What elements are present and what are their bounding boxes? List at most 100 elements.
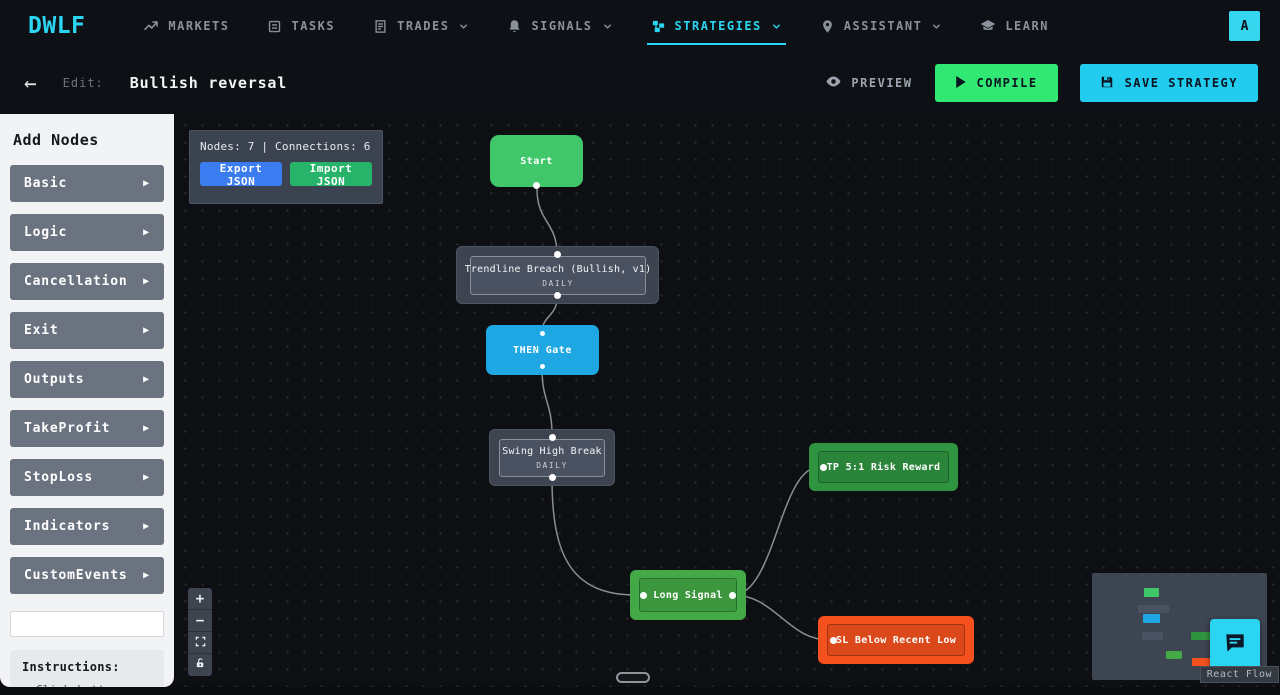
chevron-down-icon <box>602 21 613 32</box>
arrow-right-icon: ▶ <box>143 374 150 385</box>
target-handle[interactable] <box>830 636 837 644</box>
edge-long-sl <box>732 594 830 641</box>
node-then-gate[interactable]: THEN Gate <box>486 325 599 375</box>
sidebar-category-basic[interactable]: Basic ▶ <box>10 165 164 202</box>
node-tp-risk-reward[interactable]: TP 5:1 Risk Reward <box>809 443 958 491</box>
sidebar-category-cancellation[interactable]: Cancellation ▶ <box>10 263 164 300</box>
fit-view-button[interactable] <box>188 632 212 654</box>
arrow-right-icon: ▶ <box>143 227 150 238</box>
top-nav-bar: DWLF MARKETS TASKS TRADES SIGNALS STRATE… <box>0 0 1280 52</box>
node-timeframe: DAILY <box>542 278 574 288</box>
export-json-button[interactable]: Export JSON <box>200 162 282 188</box>
nav-item-label: ASSISTANT <box>843 19 923 33</box>
horizontal-scroll-handle[interactable] <box>616 672 650 683</box>
minimap-node-tp <box>1191 632 1212 640</box>
arrow-right-icon: ▶ <box>143 570 150 581</box>
category-label: Outputs <box>24 372 85 387</box>
edit-label: Edit: <box>62 76 104 90</box>
nav-item-label: SIGNALS <box>531 19 593 33</box>
sidebar-category-customevents[interactable]: CustomEvents ▶ <box>10 557 164 594</box>
nav-item-learn[interactable]: LEARN <box>980 0 1049 52</box>
source-handle[interactable] <box>540 364 545 369</box>
node-label: TP 5:1 Risk Reward <box>826 461 941 473</box>
source-handle[interactable] <box>554 292 561 299</box>
category-label: TakeProfit <box>24 421 111 436</box>
target-handle[interactable] <box>640 591 647 599</box>
category-label: Indicators <box>24 519 111 534</box>
preview-button[interactable]: PREVIEW <box>825 73 912 93</box>
nav-item-tasks[interactable]: TASKS <box>267 0 335 52</box>
edge-then-swing <box>541 367 553 436</box>
node-swing-high-break[interactable]: Swing High Break DAILY <box>489 429 615 486</box>
graph-stats-panel: Nodes: 7 | Connections: 6 Export JSON Im… <box>189 130 383 204</box>
compile-button[interactable]: COMPILE <box>934 64 1058 102</box>
flow-canvas[interactable]: Nodes: 7 | Connections: 6 Export JSON Im… <box>174 114 1280 687</box>
category-label: Logic <box>24 225 68 240</box>
strategy-title: Bullish reversal <box>129 74 288 92</box>
node-label: Start <box>520 155 553 167</box>
target-handle[interactable] <box>554 251 561 258</box>
chat-bubble-icon <box>1222 630 1248 659</box>
preview-label: PREVIEW <box>851 76 913 90</box>
lock-button[interactable] <box>188 654 212 676</box>
strategy-edit-bar: ← Edit: Bullish reversal PREVIEW COMPILE… <box>0 52 1280 114</box>
node-search-input[interactable] <box>10 611 164 637</box>
node-long-signal[interactable]: Long Signal <box>630 570 746 620</box>
minimap-node-swing <box>1142 632 1163 640</box>
import-json-button[interactable]: Import JSON <box>290 162 372 188</box>
ledger-icon <box>373 19 388 34</box>
source-handle[interactable] <box>548 474 556 481</box>
floppy-disk-icon <box>1100 75 1114 92</box>
node-trendline-breach[interactable]: Trendline Breach (Bullish, v1) DAILY <box>456 246 659 304</box>
sidebar-category-takeprofit[interactable]: TakeProfit ▶ <box>10 410 164 447</box>
nav-item-label: TRADES <box>397 19 450 33</box>
chat-widget-button[interactable] <box>1210 619 1260 670</box>
arrow-right-icon: ▶ <box>143 276 150 287</box>
compile-label: COMPILE <box>976 76 1038 90</box>
minimap-node-trendline <box>1138 605 1169 613</box>
zoom-out-button[interactable]: − <box>188 610 212 632</box>
sidebar-category-indicators[interactable]: Indicators ▶ <box>10 508 164 545</box>
sidebar-category-outputs[interactable]: Outputs ▶ <box>10 361 164 398</box>
user-avatar[interactable]: A <box>1229 11 1260 41</box>
category-label: StopLoss <box>24 470 94 485</box>
zoom-in-button[interactable]: + <box>188 588 212 610</box>
nav-item-markets[interactable]: MARKETS <box>143 0 229 52</box>
sidebar-category-logic[interactable]: Logic ▶ <box>10 214 164 251</box>
source-handle[interactable] <box>533 182 540 189</box>
nav-item-label: TASKS <box>291 19 336 33</box>
app-logo[interactable]: DWLF <box>28 13 86 39</box>
target-handle[interactable] <box>548 434 556 441</box>
nav-item-signals[interactable]: SIGNALS <box>507 0 612 52</box>
save-strategy-button[interactable]: SAVE STRATEGY <box>1079 64 1258 102</box>
node-label: THEN Gate <box>513 344 572 356</box>
nav-item-assistant[interactable]: ASSISTANT <box>820 0 943 52</box>
back-arrow-icon[interactable]: ← <box>24 71 37 95</box>
minimap-node-sl <box>1192 658 1210 666</box>
minimap-node-long <box>1166 651 1182 659</box>
sidebar-category-exit[interactable]: Exit ▶ <box>10 312 164 349</box>
chevron-down-icon <box>458 21 469 32</box>
minimap-node-then-gate <box>1143 614 1160 623</box>
react-flow-attribution[interactable]: React Flow <box>1199 666 1279 683</box>
eye-icon <box>825 73 842 93</box>
node-body: TP 5:1 Risk Reward <box>818 451 949 483</box>
node-body: Trendline Breach (Bullish, v1) DAILY <box>465 256 651 295</box>
graph-stats-text: Nodes: 7 | Connections: 6 <box>200 140 371 153</box>
target-handle[interactable] <box>540 331 545 336</box>
node-label: Trendline Breach (Bullish, v1) <box>464 263 652 275</box>
source-handle[interactable] <box>729 591 736 599</box>
target-handle[interactable] <box>820 463 827 471</box>
edge-long-tp <box>732 466 820 596</box>
nav-item-strategies[interactable]: STRATEGIES <box>646 0 787 52</box>
node-label: Long Signal <box>653 589 723 601</box>
plus-icon: + <box>195 590 205 607</box>
nav-item-trades[interactable]: TRADES <box>373 0 469 52</box>
node-sl-below-recent-low[interactable]: SL Below Recent Low <box>818 616 974 664</box>
sidebar-category-stoploss[interactable]: StopLoss ▶ <box>10 459 164 496</box>
node-start[interactable]: Start <box>490 135 583 189</box>
sidebar-heading: Add Nodes <box>13 131 99 149</box>
assistant-icon <box>820 19 835 34</box>
save-label: SAVE STRATEGY <box>1124 76 1238 90</box>
node-label: SL Below Recent Low <box>835 634 957 646</box>
